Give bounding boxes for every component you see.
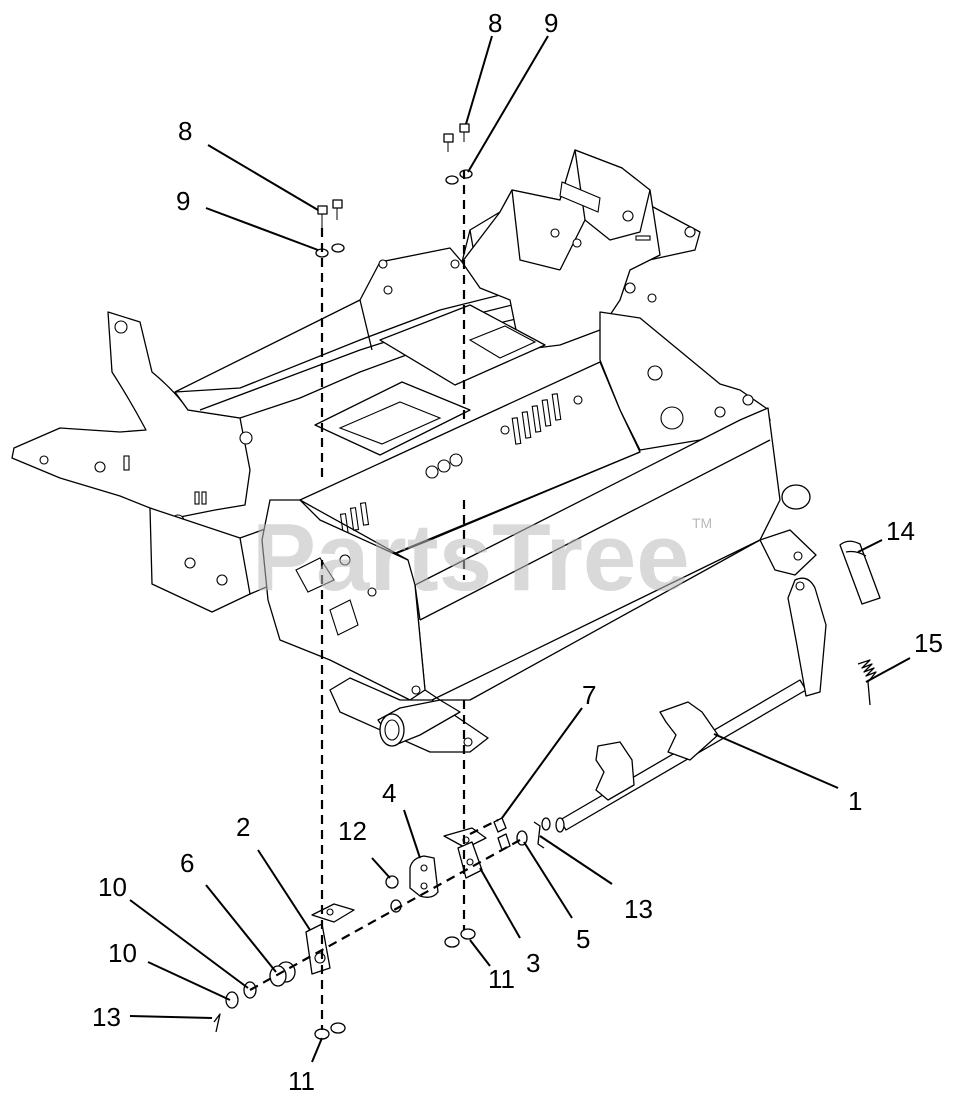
callout-13-lower: 13 [92,1002,121,1032]
callout-4: 4 [382,778,396,808]
callout-8-left: 8 [178,116,192,146]
hardware [213,123,551,1040]
callout-9-right: 9 [544,8,558,38]
watermark-trademark: TM [692,515,712,531]
part-6-spacer [269,961,296,987]
part-2-bracket [305,903,355,975]
callout-3: 3 [526,948,540,978]
callout-9-left: 9 [176,186,190,216]
watermark-text: PartsTree [252,504,690,611]
callout-5: 5 [576,924,590,954]
callout-11-lower: 11 [288,1066,315,1096]
callout-15: 15 [914,628,943,658]
callout-14: 14 [886,516,915,546]
callouts: 8 9 8 9 14 15 7 1 4 12 2 6 10 10 13 13 5… [92,8,943,1096]
callout-8-right: 8 [488,8,502,38]
leader-lines [129,35,911,1063]
callout-7: 7 [582,680,596,710]
callout-6: 6 [180,848,194,878]
callout-12: 12 [338,816,367,846]
brake-rod-assembly [555,577,827,833]
watermark: PartsTree TM [252,504,712,611]
callout-2: 2 [236,812,250,842]
callout-10-upper: 10 [98,872,127,902]
callout-1: 1 [848,786,862,816]
part-15-spring [857,659,877,706]
assembly-lines [249,170,521,1030]
part-4-plate [409,855,439,898]
callout-13-right: 13 [624,894,653,924]
callout-11-right: 11 [488,964,515,994]
frame-assembly [11,149,817,753]
part-14-grip [839,540,881,605]
frame-slots [339,393,562,537]
callout-10-lower: 10 [108,938,137,968]
